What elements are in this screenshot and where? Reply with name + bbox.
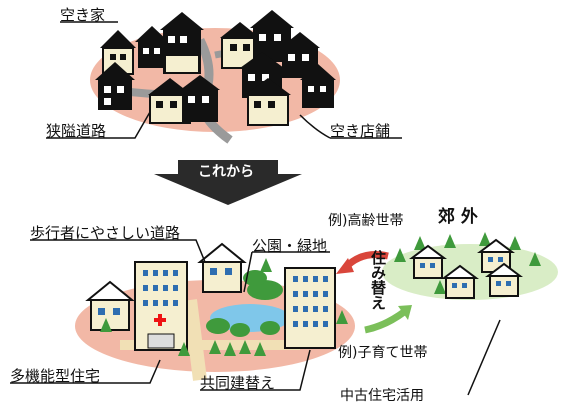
label-example-family: 例)子育て世帯	[338, 345, 428, 361]
label-vacant-shop: 空き店舗	[330, 122, 391, 140]
label-move: 住み替え	[369, 250, 387, 310]
leader-joint	[200, 349, 311, 391]
leader-park-hook	[243, 251, 253, 293]
suburb-trees	[394, 232, 541, 294]
label-used-housing: 中古住宅活用	[340, 388, 424, 404]
arrow-label: これから	[198, 164, 254, 180]
label-narrow-road: 狭隘道路	[46, 122, 107, 140]
label-vacant-house: 空き家	[60, 6, 106, 24]
leader-used	[467, 319, 501, 396]
top-houses	[95, 10, 336, 126]
bottom-buildings	[85, 242, 336, 351]
leader-pedestrian	[30, 239, 206, 263]
leader-narrow-road	[46, 111, 151, 139]
bottom-trees	[100, 258, 348, 356]
label-multi-housing: 多機能型住宅	[10, 367, 101, 385]
leader-multi	[10, 359, 161, 384]
label-pedestrian-road: 歩行者にやさしい道路	[30, 224, 181, 242]
down-arrow	[154, 160, 302, 205]
label-park-green: 公園・緑地	[252, 237, 328, 255]
label-example-elderly: 例)高齢世帯	[328, 213, 404, 229]
label-suburb: 郊 外	[438, 207, 478, 227]
red-move-arrowhead	[336, 258, 354, 274]
suburb-houses	[409, 238, 523, 299]
label-joint-rebuild: 共同建替え	[200, 374, 276, 392]
leader-vacant-shop-hook	[299, 114, 331, 139]
green-move-arrowhead	[398, 305, 412, 320]
green-move-arrow	[364, 309, 407, 334]
